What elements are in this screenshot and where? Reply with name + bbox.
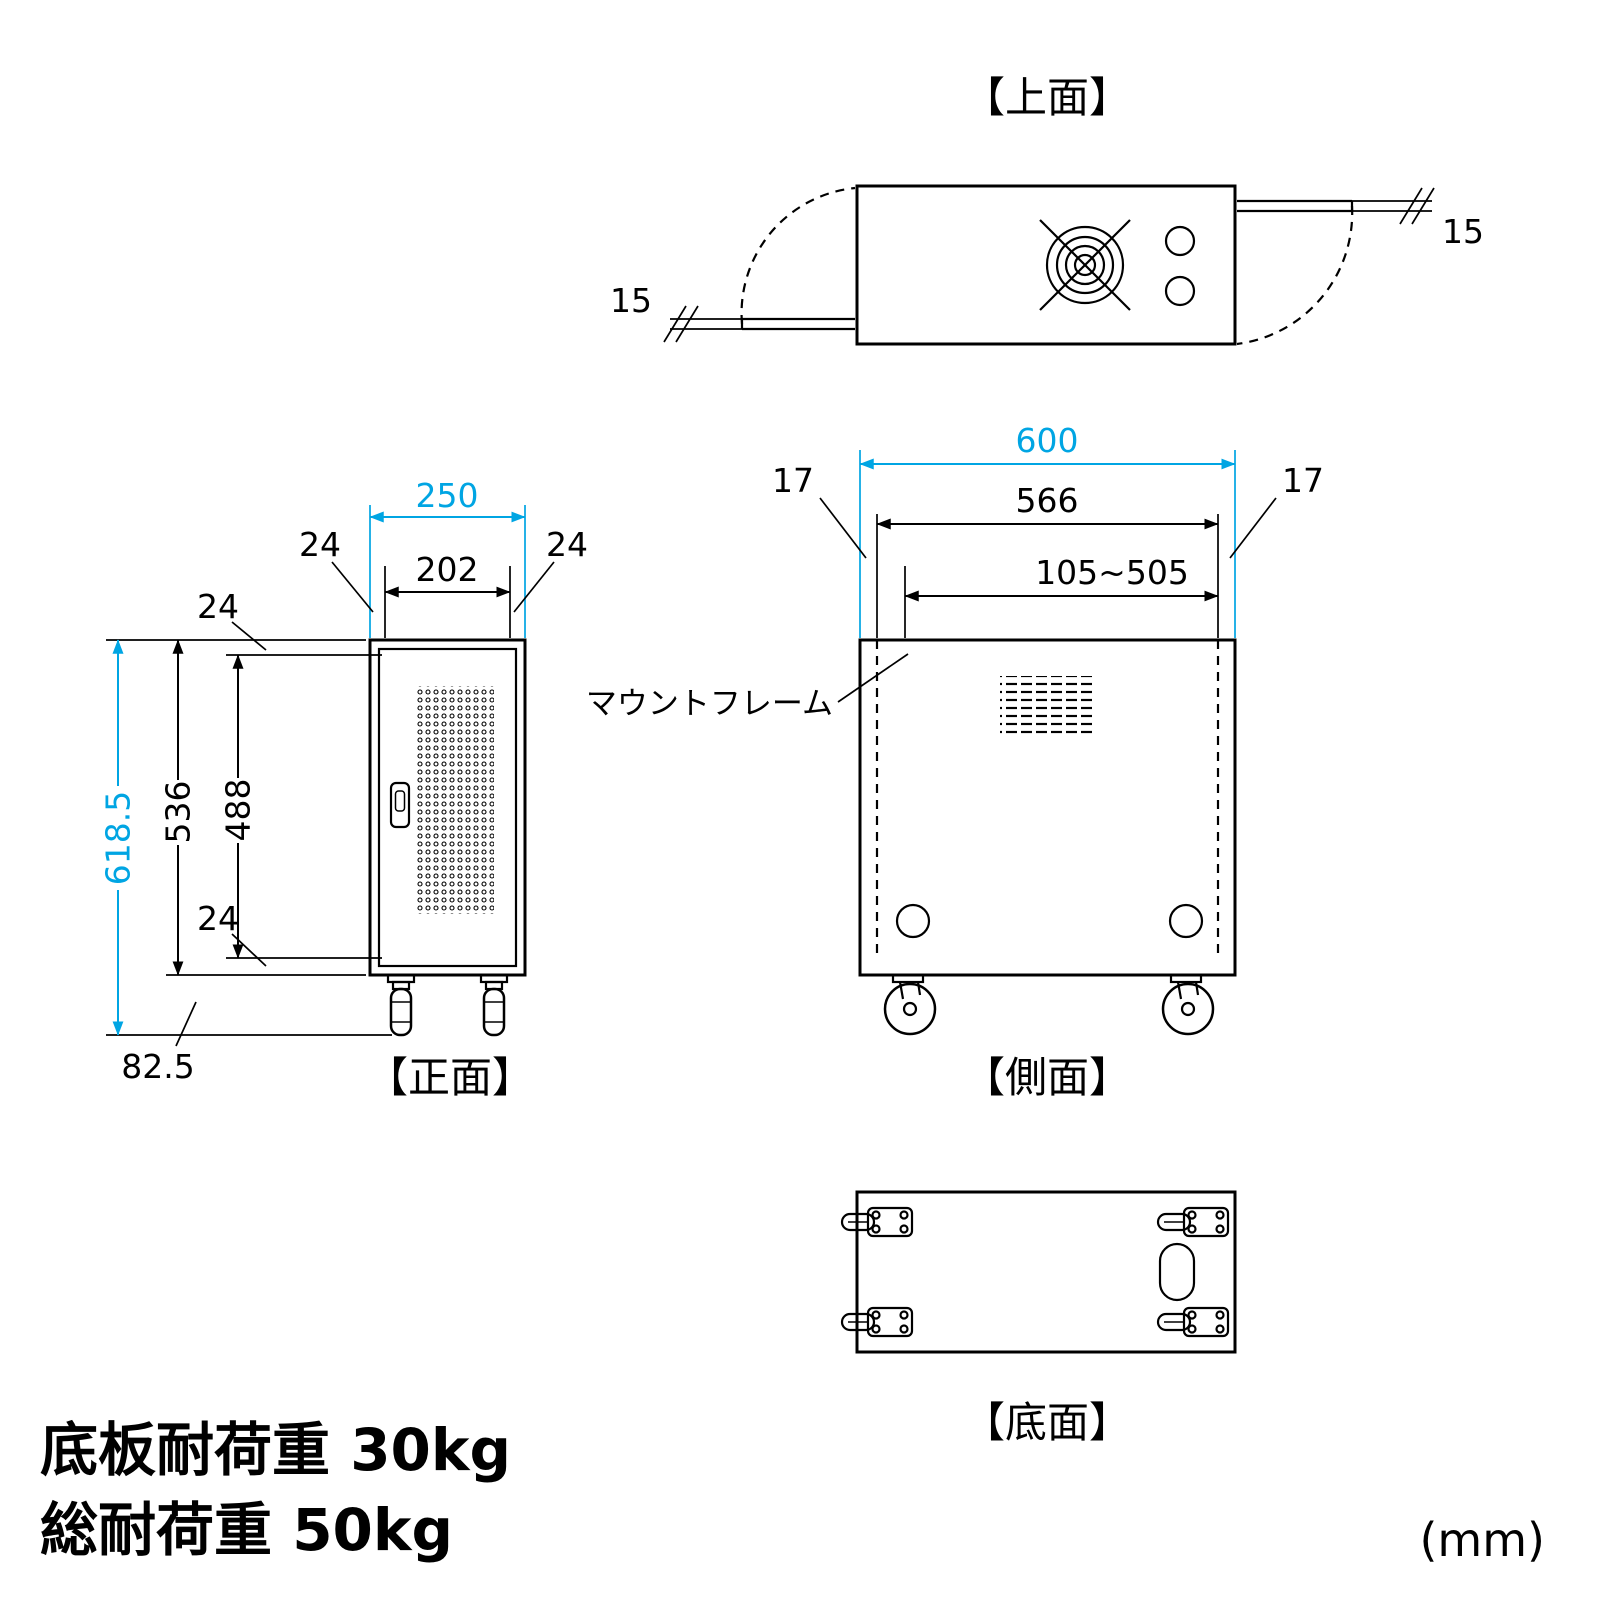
- caster-bottom-bottom-left: [840, 1306, 914, 1338]
- note-total-load: 総耐荷重 50kg: [40, 1496, 453, 1564]
- dim-front-frame-top: 24: [197, 587, 267, 651]
- dim-side-inner-width: 566: [876, 481, 1219, 638]
- dim-front-inner-width: 202: [384, 550, 511, 638]
- side-view-title: 【側面】: [963, 1053, 1131, 1102]
- caster-front-left: [386, 973, 416, 1037]
- top-view-cable-holes: [1164, 225, 1196, 307]
- note-bottom-plate-load: 底板耐荷重 30kg: [40, 1416, 511, 1484]
- bottom-cable-slot: [1158, 1242, 1196, 1302]
- bottom-view: 【底面】: [840, 1190, 1237, 1447]
- dim-door-thickness-left: 15: [610, 281, 742, 343]
- top-view: 【上面】: [610, 73, 1484, 346]
- caster-side-left: [883, 973, 937, 1036]
- dim-label-250: 250: [416, 476, 479, 515]
- load-capacity-notes: 底板耐荷重 30kg 総耐荷重 50kg: [40, 1416, 511, 1564]
- top-view-title: 【上面】: [963, 73, 1131, 122]
- dim-label-17-right: 17: [1282, 461, 1324, 500]
- dim-label-536: 536: [159, 781, 198, 844]
- side-vent-slots: [1000, 676, 1092, 734]
- dim-side-mount-range: 105~505: [904, 553, 1219, 638]
- dim-label-24-frame-top: 24: [197, 587, 239, 626]
- dim-front-total-height: 618.5: [99, 639, 138, 1036]
- dim-front-caster-height: 82.5: [121, 1001, 197, 1086]
- dim-label-566: 566: [1016, 481, 1079, 520]
- dim-label-24-frame-right: 24: [546, 525, 588, 564]
- dim-label-82-5: 82.5: [121, 1047, 194, 1086]
- dim-front-frame-left: 24: [299, 525, 374, 613]
- dim-label-600: 600: [1016, 421, 1079, 460]
- dim-label-15-left: 15: [610, 281, 652, 320]
- top-view-body-outline: [855, 184, 1237, 346]
- caster-front-right: [479, 973, 509, 1037]
- dim-label-618-5: 618.5: [99, 791, 138, 885]
- fan-icon: [1039, 219, 1131, 311]
- front-door-perforation: [416, 686, 494, 914]
- door-swing-arc-right: [1236, 205, 1354, 346]
- caster-bottom-top-right: [1156, 1206, 1230, 1238]
- door-swing-arc-left: [740, 186, 856, 325]
- dim-front-inner-height: 488: [219, 654, 258, 959]
- dim-side-outer-width: 600: [859, 421, 1236, 638]
- dim-label-15-right: 15: [1442, 212, 1484, 251]
- dim-label-488: 488: [219, 779, 258, 842]
- top-view-open-door-right: [1237, 199, 1354, 213]
- dim-label-24-frame-bottom: 24: [197, 899, 239, 938]
- dim-front-frame-bottom: 24: [197, 899, 267, 967]
- side-panel-holes: [895, 903, 1204, 939]
- dim-label-24-frame-left: 24: [299, 525, 341, 564]
- bottom-view-title: 【底面】: [963, 1398, 1131, 1447]
- caster-bottom-top-left: [840, 1206, 914, 1238]
- dim-side-edge-right: 17: [1229, 461, 1324, 559]
- dim-side-edge-left: 17: [772, 461, 867, 559]
- dim-front-frame-right: 24: [513, 525, 588, 613]
- unit-label: (mm): [1419, 1513, 1545, 1567]
- top-view-open-door-left: [740, 317, 855, 331]
- dim-label-17-left: 17: [772, 461, 814, 500]
- front-cabinet-outline: [368, 638, 527, 977]
- bottom-panel-outline: [855, 1190, 1237, 1354]
- mount-frame-callout: マウントフレーム: [586, 653, 909, 722]
- side-panel-outline: [858, 638, 1237, 977]
- dim-label-202: 202: [416, 550, 479, 589]
- door-handle-icon: [389, 781, 411, 829]
- front-door-outline: [377, 647, 518, 968]
- caster-bottom-bottom-right: [1156, 1306, 1230, 1338]
- side-view: 600 17 17 566 105~505 マウントフレーム 【側面】: [586, 421, 1324, 1102]
- mount-frame-label: マウントフレーム: [586, 686, 833, 722]
- front-view-title: 【正面】: [366, 1053, 534, 1102]
- dim-front-outer-width: 250: [369, 476, 526, 638]
- front-view: 250 202 24 24 618.5: [99, 476, 589, 1102]
- caster-side-right: [1161, 973, 1215, 1036]
- dim-front-body-height: 536: [159, 639, 198, 976]
- dim-label-105-505: 105~505: [1035, 553, 1189, 592]
- dim-door-thickness-right: 15: [1352, 187, 1484, 251]
